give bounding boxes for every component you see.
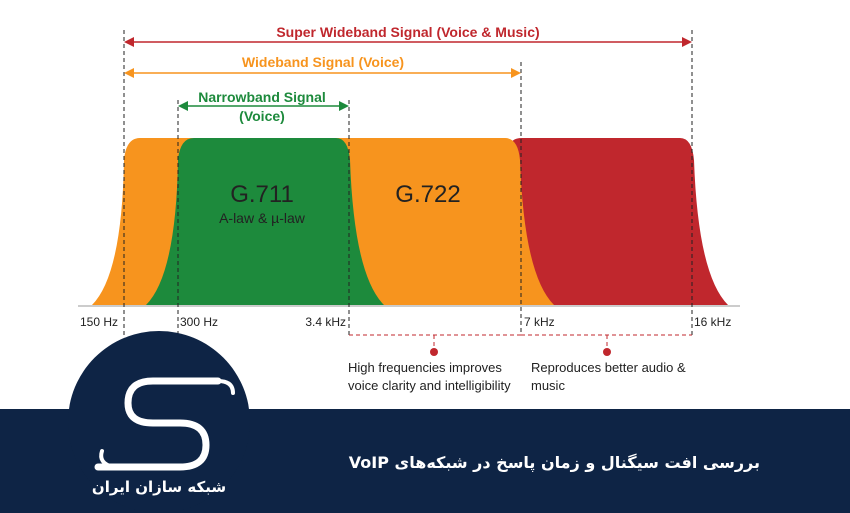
banner-title: بررسی افت سیگنال و زمان پاسخ در شبکه‌های… bbox=[348, 453, 760, 472]
narrowband-arrow bbox=[178, 101, 349, 111]
signal-bandwidth-diagram: Super Wideband Signal (Voice & Music) Wi… bbox=[78, 24, 740, 393]
freq-label-150hz: 150 Hz bbox=[80, 315, 118, 329]
wideband-arrow bbox=[124, 68, 521, 78]
codec-g711-label: G.711 bbox=[230, 181, 294, 208]
range-dot-right bbox=[603, 348, 611, 356]
range-bracket-right bbox=[521, 334, 692, 350]
codec-g711-sub-label: A-law & µ-law bbox=[219, 210, 306, 226]
narrowband-band bbox=[146, 138, 384, 305]
note-left-line1: High frequencies improves bbox=[348, 360, 502, 375]
super-wideband-arrow bbox=[124, 37, 692, 47]
frequency-guides bbox=[123, 30, 693, 335]
freq-label-16khz: 16 kHz bbox=[694, 315, 731, 329]
range-bracket-left bbox=[349, 334, 521, 350]
brand-logo[interactable]: شبکه سازان ایران bbox=[68, 331, 250, 513]
note-right-line1: Reproduces better audio & bbox=[531, 360, 686, 375]
note-left-line2: voice clarity and intelligibility bbox=[348, 378, 511, 393]
narrowband-label-line2: (Voice) bbox=[239, 108, 285, 124]
s-logo-icon bbox=[94, 377, 235, 471]
note-right-line2: music bbox=[531, 378, 565, 393]
narrowband-label-line1: Narrowband Signal bbox=[198, 89, 326, 105]
super-wideband-band bbox=[510, 138, 728, 305]
super-wideband-label: Super Wideband Signal (Voice & Music) bbox=[276, 24, 539, 40]
freq-label-3-4khz: 3.4 kHz bbox=[305, 315, 346, 329]
freq-label-300hz: 300 Hz bbox=[180, 315, 218, 329]
range-dot-left bbox=[430, 348, 438, 356]
codec-g722-label: G.722 bbox=[395, 181, 460, 208]
wideband-label: Wideband Signal (Voice) bbox=[242, 54, 404, 70]
brand-name: شبکه سازان ایران bbox=[91, 478, 227, 496]
freq-label-7khz: 7 kHz bbox=[524, 315, 555, 329]
